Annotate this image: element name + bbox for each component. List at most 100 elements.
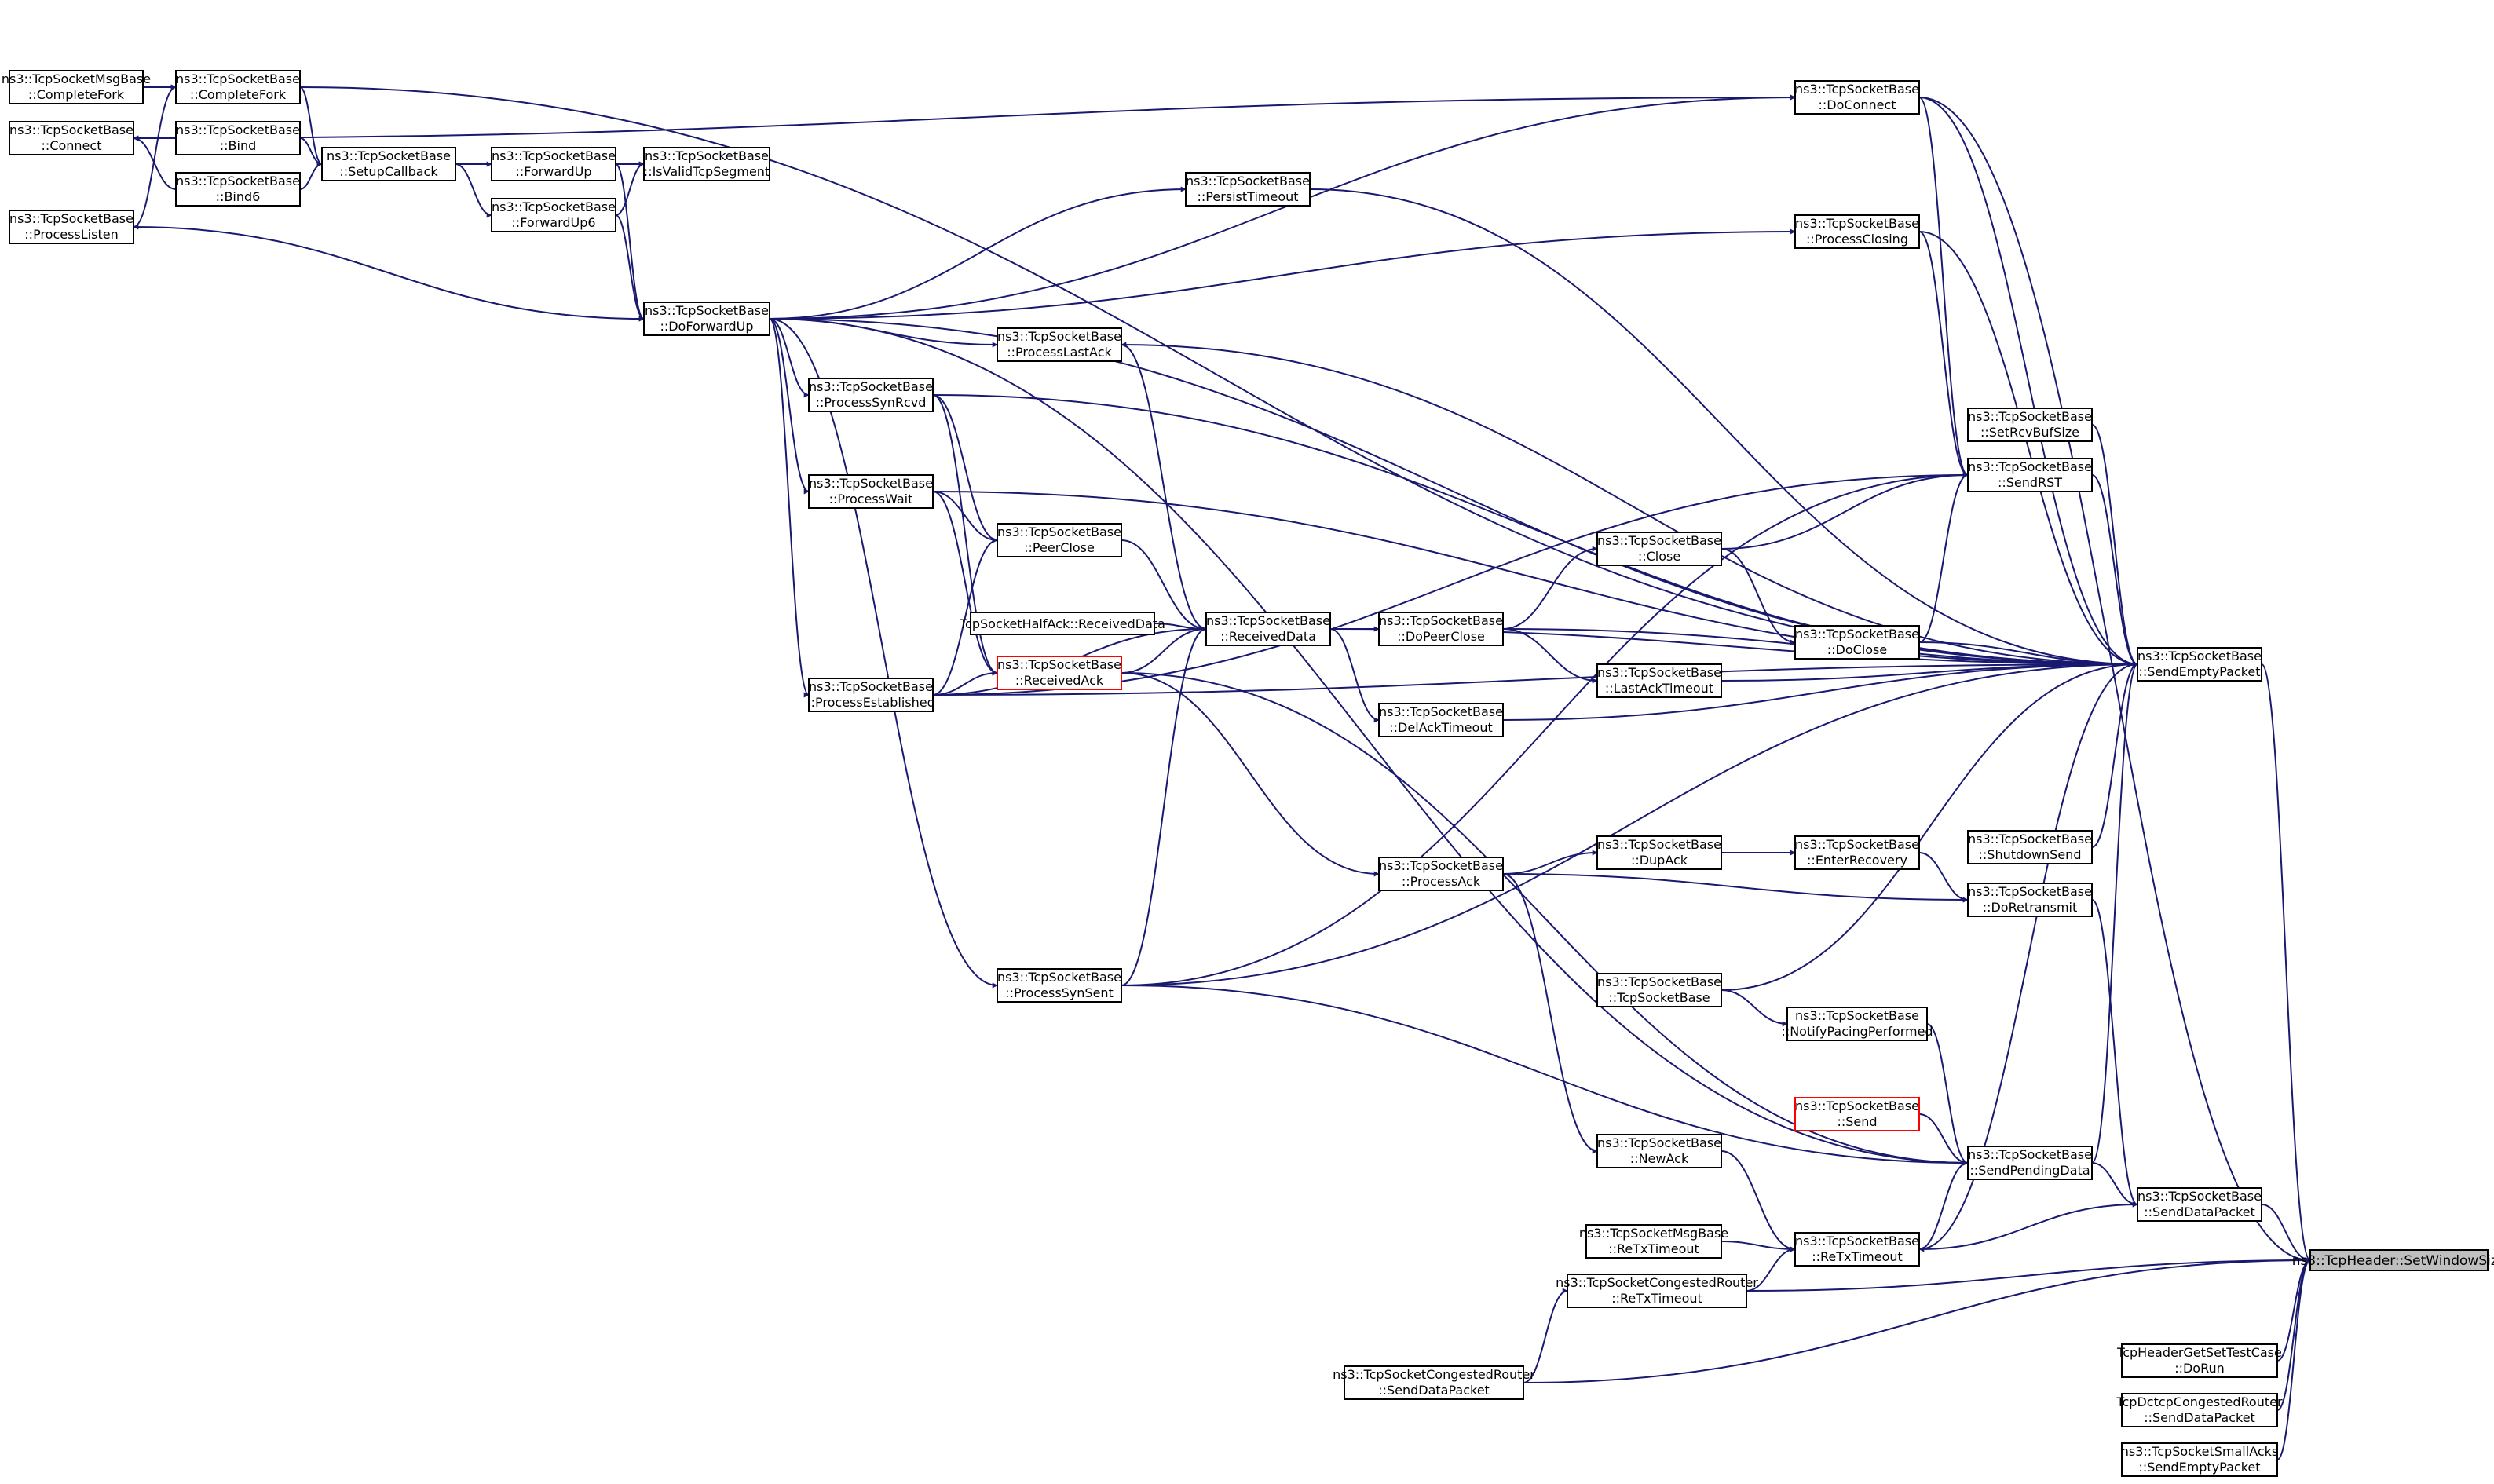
edges: [133, 84, 2311, 1460]
edge-newack-to-retxtimeout: [1721, 1150, 1796, 1252]
node-congested-senddatapacket[interactable]: ns3::TcpSocketCongestedRouter::SendDataP…: [1333, 1365, 1535, 1400]
node-box: [175, 121, 301, 155]
node-box: [1967, 883, 2093, 917]
node-doretransmit[interactable]: ns3::TcpSocketBase::DoRetransmit: [1967, 883, 2093, 917]
node-sendpendingdata[interactable]: ns3::TcpSocketBase::SendPendingData: [1967, 1146, 2093, 1180]
edge-senddatapacket-to-retxtimeout: [1918, 1204, 2138, 1252]
node-dctcp-senddatapacket[interactable]: TcpDctcpCongestedRouter::SendDataPacket: [2116, 1393, 2283, 1427]
node-label: ::ForwardUp6: [511, 215, 595, 230]
node-label: ::SendRST: [1998, 475, 2062, 490]
node-headergetset-dorun[interactable]: TcpHeaderGetSetTestCase::DoRun: [2116, 1343, 2282, 1378]
edge-bind6-to-connect: [133, 135, 177, 190]
node-send[interactable]: ns3::TcpSocketBase::Send: [1794, 1097, 1920, 1131]
node-enterrecovery[interactable]: ns3::TcpSocketBase::EnterRecovery: [1794, 835, 1920, 870]
node-sendrst[interactable]: ns3::TcpSocketBase::SendRST: [1967, 458, 2093, 492]
node-retxtimeout[interactable]: ns3::TcpSocketBase::ReTxTimeout: [1794, 1232, 1920, 1267]
node-label: ns3::TcpSocketBase: [1206, 613, 1330, 628]
node-isvalidtcpsegment[interactable]: ns3::TcpSocketBase::IsValidTcpSegment: [643, 147, 770, 181]
node-label: ::DupAck: [1631, 853, 1688, 868]
node-label: ns3::TcpSocketBase: [809, 379, 933, 394]
edge-setupcallback-to-forwardup6: [455, 163, 492, 218]
node-label: ns3::TcpSocketBase: [176, 71, 300, 86]
node-setrcvbufsize[interactable]: ns3::TcpSocketBase::SetRcvBufSize: [1967, 408, 2093, 442]
node-senddatapacket[interactable]: ns3::TcpSocketBase::SendDataPacket: [2137, 1187, 2262, 1222]
node-box: [1794, 1232, 1920, 1267]
node-msgbase-retxtimeout[interactable]: ns3::TcpSocketMsgBase::ReTxTimeout: [1579, 1224, 1728, 1259]
node-processack[interactable]: ns3::TcpSocketBase::ProcessAck: [1378, 857, 1504, 891]
edge-congested-retxtimeout-to-setwindowsize: [1746, 1257, 2311, 1292]
node-halfack-receiveddata[interactable]: TcpSocketHalfAck::ReceivedData: [959, 612, 1165, 635]
node-label: ns3::TcpSocketBase: [645, 148, 769, 163]
node-processclosing[interactable]: ns3::TcpSocketBase::ProcessClosing: [1794, 214, 1920, 249]
node-lastacktimeout[interactable]: ns3::TcpSocketBase::LastAckTimeout: [1596, 663, 1722, 698]
edge-doconnect-to-sendemptypacket: [1918, 97, 2138, 667]
node-processsynsent[interactable]: ns3::TcpSocketBase::ProcessSynSent: [997, 968, 1122, 1003]
node-label: ::TcpSocketBase: [1608, 990, 1710, 1005]
node-box: [643, 147, 770, 181]
node-label: ns3::TcpSocketBase: [809, 679, 933, 694]
node-box: [1378, 612, 1504, 646]
node-processwait[interactable]: ns3::TcpSocketBase::ProcessWait: [808, 474, 934, 509]
edge-doforwardup-to-processlisten: [133, 224, 645, 320]
nodes: ns3::TcpSocketMsgBase::CompleteForkns3::…: [2, 70, 2494, 1477]
edge-smallacks-sendemptypacket-to-setwindowsize: [2276, 1257, 2311, 1460]
edge-setrcvbufsize-to-sendemptypacket: [2091, 424, 2138, 667]
node-box: [1596, 835, 1722, 870]
node-setwindowsize[interactable]: ns3::TcpHeader::SetWindowSize: [2292, 1249, 2494, 1271]
node-bind6[interactable]: ns3::TcpSocketBase::Bind6: [175, 172, 301, 207]
node-newack[interactable]: ns3::TcpSocketBase::NewAck: [1596, 1134, 1722, 1168]
edge-doretransmit-to-senddatapacket: [2091, 899, 2138, 1208]
node-tcpsocketbase[interactable]: ns3::TcpSocketBase::TcpSocketBase: [1596, 973, 1722, 1007]
node-shutdownsend[interactable]: ns3::TcpSocketBase::ShutdownSend: [1967, 830, 2093, 864]
edge-receiveddata-to-processlastack: [1121, 342, 1207, 630]
node-label: ns3::TcpSocketBase: [492, 148, 616, 163]
node-label: ::NotifyPacingPerformed: [1781, 1024, 1933, 1039]
edge-doclose-to-sendrst: [1918, 472, 1969, 643]
node-processlastack[interactable]: ns3::TcpSocketBase::ProcessLastAck: [997, 327, 1122, 362]
node-label: ns3::TcpSocketBase: [1968, 832, 2092, 846]
node-msgbase-completefork[interactable]: ns3::TcpSocketMsgBase::CompleteFork: [2, 70, 151, 104]
node-box: [643, 302, 770, 336]
node-notifypacingperformed[interactable]: ns3::TcpSocketBase::NotifyPacingPerforme…: [1781, 1007, 1933, 1041]
node-congested-retxtimeout[interactable]: ns3::TcpSocketCongestedRouter::ReTxTimeo…: [1556, 1274, 1758, 1308]
node-processestablished[interactable]: ns3::TcpSocketBase::ProcessEstablished: [806, 678, 935, 712]
edge-receivedack-to-sendpendingdata: [1121, 672, 1969, 1166]
node-delacktimeout[interactable]: ns3::TcpSocketBase::DelAckTimeout: [1378, 703, 1504, 737]
edge-close-to-sendrst: [1721, 472, 1969, 550]
node-smallacks-sendemptypacket[interactable]: ns3::TcpSocketSmallAcks::SendEmptyPacket: [2121, 1442, 2279, 1477]
node-bind[interactable]: ns3::TcpSocketBase::Bind: [175, 121, 301, 155]
node-forwardup6[interactable]: ns3::TcpSocketBase::ForwardUp6: [491, 198, 616, 232]
edge-msgbase-retxtimeout-to-retxtimeout: [1721, 1241, 1796, 1252]
edge-sendemptypacket-to-setwindowsize: [2261, 663, 2311, 1263]
node-forwardup[interactable]: ns3::TcpSocketBase::ForwardUp: [491, 147, 616, 181]
node-doforwardup[interactable]: ns3::TcpSocketBase::DoForwardUp: [643, 302, 770, 336]
node-label: ns3::TcpSocketBase: [1379, 704, 1503, 719]
edge-sendpendingdata-to-sendemptypacket: [2091, 661, 2138, 1164]
node-label: ns3::TcpSocketBase: [997, 970, 1121, 985]
node-label: ::ProcessClosing: [1806, 232, 1908, 247]
node-completefork[interactable]: ns3::TcpSocketBase::CompleteFork: [175, 70, 301, 104]
node-dupack[interactable]: ns3::TcpSocketBase::DupAck: [1596, 835, 1722, 870]
node-processsynrcvd[interactable]: ns3::TcpSocketBase::ProcessSynRcvd: [808, 378, 934, 412]
node-persisttimeout[interactable]: ns3::TcpSocketBase::PersistTimeout: [1185, 172, 1311, 207]
node-processlisten[interactable]: ns3::TcpSocketBase::ProcessListen: [9, 210, 134, 244]
node-receiveddata[interactable]: ns3::TcpSocketBase::ReceivedData: [1205, 612, 1331, 646]
node-sendemptypacket[interactable]: ns3::TcpSocketBase::SendEmptyPacket: [2137, 647, 2262, 682]
node-label: ns3::TcpSocketSmallAcks: [2121, 1444, 2279, 1459]
node-doconnect[interactable]: ns3::TcpSocketBase::DoConnect: [1794, 80, 1920, 115]
edge-headergetset-dorun-to-setwindowsize: [2276, 1257, 2311, 1362]
node-label: ns3::TcpSocketBase: [997, 657, 1121, 672]
edge-processsynrcvd-to-peerclose: [932, 394, 998, 543]
node-doclose[interactable]: ns3::TcpSocketBase::DoClose: [1794, 625, 1920, 660]
node-dopeerclose[interactable]: ns3::TcpSocketBase::DoPeerClose: [1378, 612, 1504, 646]
edge-doclose-to-sendemptypacket: [1918, 641, 2138, 667]
edge-processsynsent-to-sendrst: [1121, 472, 1969, 986]
node-receivedack[interactable]: ns3::TcpSocketBase::ReceivedAck: [997, 656, 1122, 690]
node-close[interactable]: ns3::TcpSocketBase::Close: [1596, 532, 1722, 566]
edge-close-to-doclose: [1721, 548, 1796, 645]
node-box: [1596, 532, 1722, 566]
edge-receivedack-to-processack: [1121, 672, 1380, 877]
node-peerclose[interactable]: ns3::TcpSocketBase::PeerClose: [997, 523, 1122, 557]
node-connect[interactable]: ns3::TcpSocketBase::Connect: [9, 121, 134, 155]
node-setupcallback[interactable]: ns3::TcpSocketBase::SetupCallback: [321, 147, 456, 181]
